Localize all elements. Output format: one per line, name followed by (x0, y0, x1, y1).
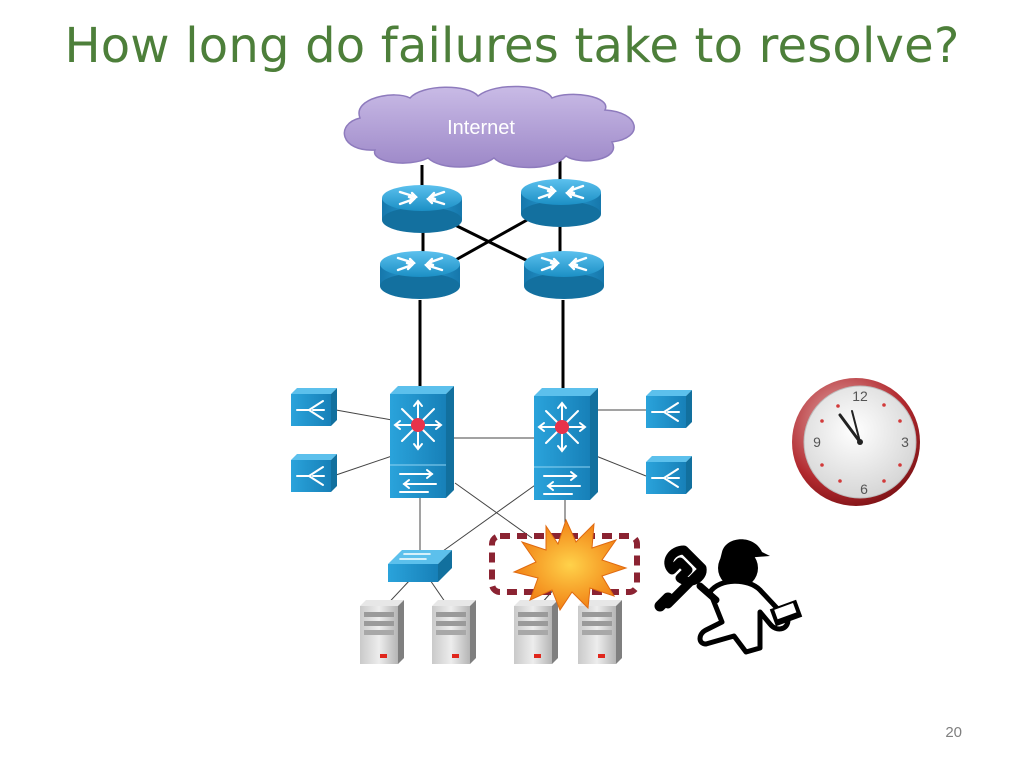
server-3 (514, 600, 558, 664)
clock-numeral-12: 12 (852, 388, 868, 404)
page-number: 20 (945, 724, 962, 741)
clock-numeral-6: 6 (860, 481, 868, 497)
failure-burst-icon (512, 518, 628, 612)
edge-router-right (522, 249, 606, 301)
edge-router-left (378, 249, 462, 301)
cloud-label: Internet (447, 117, 515, 139)
tor-switch (388, 550, 452, 582)
clock-numeral-3: 3 (901, 434, 909, 450)
core-router-left (380, 183, 464, 235)
clock-numeral-9: 9 (813, 434, 821, 450)
clock-icon: 12 3 6 9 (792, 378, 920, 506)
access-device-right-bottom (645, 455, 693, 495)
core-router-right (519, 177, 603, 229)
access-device-right-top (645, 389, 693, 429)
aggregation-switch-right (533, 387, 599, 501)
technician-icon (654, 539, 803, 655)
access-device-left-top (290, 387, 338, 427)
aggregation-switch-left (389, 385, 455, 499)
server-2 (432, 600, 476, 664)
access-device-left-bottom (290, 453, 338, 493)
server-1 (360, 600, 404, 664)
server-4 (578, 600, 622, 664)
slide-title: How long do failures take to resolve? (64, 18, 960, 74)
internet-cloud: Internet (343, 85, 635, 169)
